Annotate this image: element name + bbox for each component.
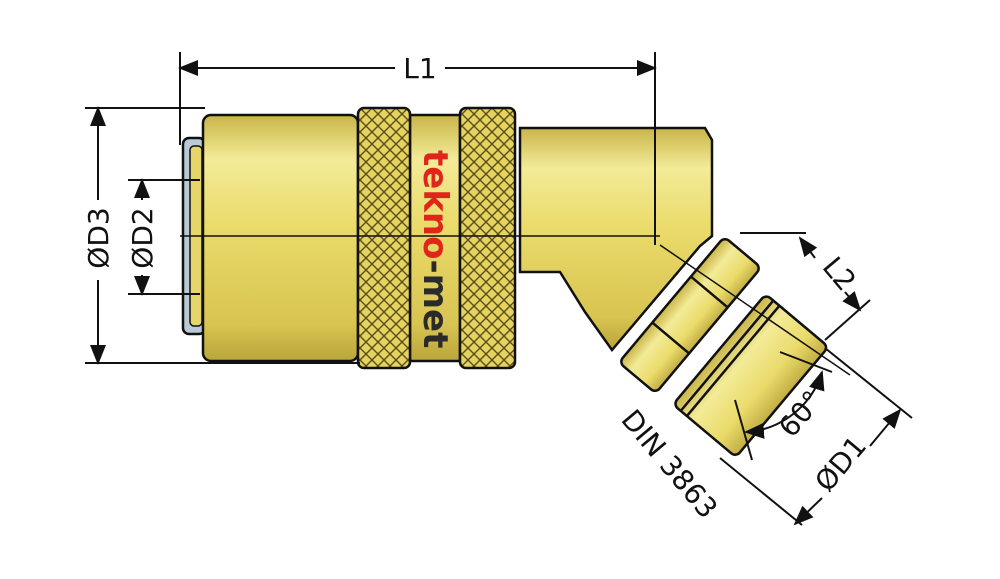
knurled-ring-2 [458, 106, 517, 370]
angled-branch [518, 126, 714, 353]
d2-label: ØD2 [126, 207, 159, 268]
hex-nut [620, 237, 760, 393]
knurled-rings [356, 106, 517, 370]
d3-label: ØD3 [82, 207, 115, 268]
center-line-branch [659, 244, 851, 376]
front-sleeve [201, 113, 360, 363]
dimension-d3: ØD3 [82, 106, 360, 365]
angled-branch-body [518, 126, 714, 353]
l2-label: L2 [816, 250, 863, 297]
dimension-l1: L1 [178, 52, 657, 245]
knurled-ring-1 [356, 106, 412, 370]
brand-part1: tekno-met [415, 150, 455, 348]
dimension-d2: ØD2 [126, 178, 200, 296]
brand-logo: tekno-met [415, 150, 455, 348]
l1-label: L1 [403, 52, 436, 85]
d1-label: ØD1 [808, 430, 873, 498]
